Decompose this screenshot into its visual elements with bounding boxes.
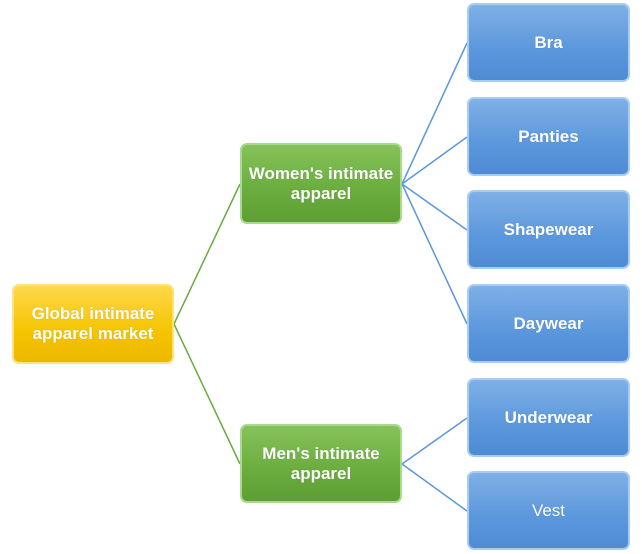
connector-women-bra xyxy=(401,42,468,185)
connector-women-daywear xyxy=(401,183,468,325)
node-men: Men's intimate apparel xyxy=(240,424,402,503)
node-global-market: Global intimate apparel market xyxy=(12,284,174,364)
node-underwear: Underwear xyxy=(467,378,630,457)
node-shapewear: Shapewear xyxy=(467,190,630,269)
node-women: Women's intimate apparel xyxy=(240,143,402,224)
node-bra: Bra xyxy=(467,3,630,82)
connector-root-men xyxy=(173,323,241,465)
connector-men-vest xyxy=(401,463,468,512)
node-panties: Panties xyxy=(467,97,630,176)
node-daywear: Daywear xyxy=(467,284,630,363)
node-vest: Vest xyxy=(467,471,630,550)
connector-women-shapewear xyxy=(401,183,468,231)
connector-women-panties xyxy=(401,136,468,185)
connector-root-women xyxy=(173,183,241,325)
connector-men-underwear xyxy=(401,417,468,465)
